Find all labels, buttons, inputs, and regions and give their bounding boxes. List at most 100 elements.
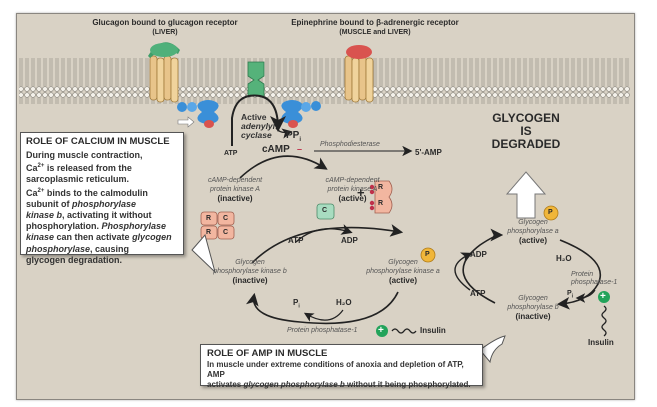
- calcium-callout-pointer: [191, 233, 216, 274]
- phosphatase-left-label: Protein phosphatase-1: [287, 327, 358, 334]
- phosphorylase-a-label: Glycogen phosphorylase a (active): [488, 218, 578, 245]
- outcome-line3: DEGRADED: [491, 137, 561, 151]
- regulatory-subunits-icon: [369, 180, 393, 214]
- calcium-role-box: ROLE OF CALCIUM IN MUSCLE During muscle …: [20, 132, 184, 265]
- amp-box-body: In muscle under extreme conditions of an…: [207, 360, 476, 390]
- insulin-stimulation-left-icon: [376, 325, 388, 337]
- free-c: C: [322, 207, 328, 214]
- insulin-signal-left-icon: [391, 328, 417, 334]
- ppi-label: PPi: [286, 130, 301, 143]
- active-r1: R: [378, 184, 384, 191]
- amp-line2b: glycogen phosphorylase b: [243, 380, 345, 389]
- cell-membrane: [19, 58, 630, 104]
- outcome-line1: GLYCOGEN: [492, 111, 560, 125]
- calcium-line3: sarcoplasmic reticulum.: [26, 174, 130, 185]
- phosphorylase-h2o-label: H₂O: [556, 254, 572, 263]
- calcium-line7: phosphorylation. Phosphorylase: [26, 221, 178, 232]
- kinase-b-name1: Glycogen: [235, 259, 265, 266]
- insulin-stimulation-right-icon: [598, 291, 610, 303]
- atp-adp-phosphorylase-arrow: [454, 252, 473, 291]
- b-to-a-arrow: [462, 228, 504, 304]
- kinase-dephosphorylation-arrow: [245, 291, 399, 325]
- phosphatase-right-label: Protein phosphatase-1: [571, 271, 617, 287]
- pka-active-name1: cAMP-dependent: [325, 177, 380, 184]
- pka-inactive-name1: cAMP-dependent: [207, 177, 263, 184]
- amp-line2a: activates: [207, 380, 244, 389]
- calcium-line2: Ca2+ is released from the: [26, 161, 178, 174]
- phosphorylase-p-label: P: [548, 209, 553, 216]
- active-r2: R: [378, 200, 384, 207]
- calcium-line4: Ca2+ binds to the calmodulin: [26, 186, 178, 199]
- glycogen-degraded-arrow-icon: [505, 171, 547, 219]
- ppi-subscript: i: [299, 137, 302, 143]
- pi-release-arrow: [575, 289, 596, 303]
- calcium-line7b: Phosphorylase: [101, 221, 167, 232]
- pka-active-label: cAMP-dependent protein kinase A (active): [315, 176, 390, 203]
- kinase-b-name2: phosphorylase kinase b: [213, 268, 287, 275]
- ppi-arrow: [275, 127, 293, 139]
- amp-box-title: ROLE OF AMP IN MUSCLE: [207, 348, 328, 359]
- pka-inactive-name2: protein kinase A: [210, 186, 260, 193]
- calcium-line9b: , causing: [90, 243, 130, 254]
- phosphorylase-atp-label: ATP: [470, 289, 486, 298]
- phosphate-kinase-icon: [420, 247, 436, 263]
- calcium-line5b: phosphorylase: [72, 198, 137, 209]
- five-amp-label: 5'-AMP: [415, 148, 442, 157]
- plus-left: +: [378, 325, 384, 336]
- kinase-pi-label: Pi: [293, 298, 300, 310]
- atp-to-camp-arrow: [231, 94, 286, 146]
- insulin-signal-right-icon: [601, 305, 607, 337]
- calcium-line4-rest: binds to the calmodulin: [44, 187, 148, 198]
- amp-line2: activates glycogen phosphorylase b witho…: [207, 380, 476, 390]
- plus-right: +: [600, 291, 606, 302]
- glucagon-receptor-subtitle: (LIVER): [152, 29, 178, 36]
- kinase-a-label: Glycogen phosphorylase kinase a (active): [353, 258, 453, 285]
- outcome-line2: IS: [520, 124, 532, 138]
- kinase-h2o-label: H₂O: [336, 298, 352, 307]
- calcium-line9a: phosphorylase: [26, 243, 91, 254]
- catalytic-subunit-icon: [316, 203, 335, 220]
- calcium-line6: kinase b, activating it without: [26, 210, 178, 221]
- adenylyl-cyclase-icon: [247, 61, 265, 97]
- kinase-b-state: (inactive): [232, 276, 268, 285]
- calcium-box-title: ROLE OF CALCIUM IN MUSCLE: [26, 136, 170, 147]
- adenylyl-cyclase-line3: cyclase: [241, 130, 272, 140]
- epinephrine-receptor-title: Epinephrine bound to β-adrenergic recept…: [291, 18, 459, 27]
- kinase-pi-sub: i: [298, 303, 300, 310]
- pka-c2: C: [223, 229, 229, 236]
- camp-label: cAMP: [262, 144, 290, 155]
- pka-active-name2: protein kinase A: [327, 186, 378, 193]
- phosphorylase-pi-label: Pi: [567, 290, 573, 299]
- kinase-p-label: P: [425, 251, 430, 258]
- pka-active-state: (active): [338, 194, 367, 203]
- phosphorylase-b-label: Glycogen phosphorylase b (inactive): [488, 294, 578, 321]
- epinephrine-receptor-subtitle: (MUSCLE and LIVER): [339, 29, 411, 36]
- camp-inhibition-sign: –: [297, 144, 303, 154]
- pka-inactive-label: cAMP-dependent protein kinase A (inactiv…: [200, 176, 270, 203]
- beta-adrenergic-receptor-icon: [344, 45, 374, 103]
- phosphodiesterase-label: Phosphodiesterase: [320, 141, 380, 148]
- calcium-line9: phosphorylase, causing: [26, 244, 178, 255]
- atp-adp-arrow: [295, 224, 353, 243]
- calcium-line2-rest: is released from the: [44, 163, 132, 174]
- ppi-text: PP: [286, 130, 300, 141]
- phosphorylase-b-name2: phosphorylase b: [507, 304, 559, 311]
- calcium-line7a: phosphorylation.: [26, 221, 102, 232]
- glycogen-degraded-label: GLYCOGEN IS DEGRADED: [480, 112, 572, 151]
- calcium-line1: During muscle contraction,: [26, 150, 143, 160]
- phosphatase-right-line1: Protein: [571, 271, 594, 278]
- adenylyl-cyclase-line2: adenylyl: [241, 121, 276, 131]
- kinase-a-name2: phosphorylase kinase a: [366, 268, 440, 275]
- glucagon-receptor-title: Glucagon bound to glucagon receptor: [92, 18, 238, 27]
- insulin-left-label: Insulin: [420, 326, 446, 335]
- ca-text: Ca: [26, 163, 38, 174]
- phosphate-phosphorylase-icon: [543, 205, 559, 221]
- ca-charge: 2+: [37, 163, 45, 170]
- h2o-pi-arrow: [303, 309, 344, 322]
- atp-label: ATP: [224, 150, 238, 157]
- amp-line2c: without it being phosphorylated.: [344, 380, 471, 389]
- calcium-line10: glycogen degradation.: [26, 254, 123, 265]
- calcium-line8b: can then activate: [54, 232, 133, 243]
- pka-inactive-state: (inactive): [217, 194, 253, 203]
